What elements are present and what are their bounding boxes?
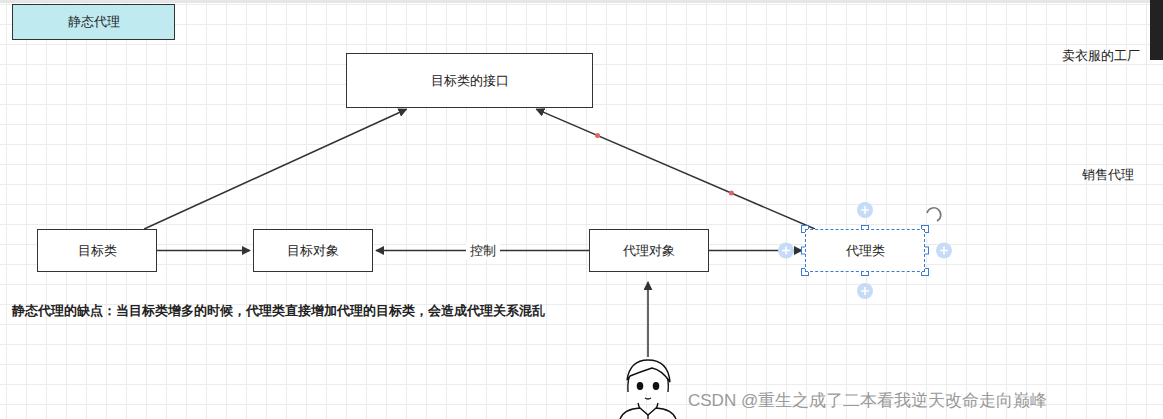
arrow-connector xyxy=(157,250,250,252)
arrow-connector xyxy=(536,109,815,229)
node-text: 目标类的接口 xyxy=(431,72,509,90)
edge-label: 控制 xyxy=(466,242,500,260)
rotate-handle xyxy=(927,208,941,221)
node-text: 代理类 xyxy=(846,242,885,260)
side-note: 卖衣服的工厂 xyxy=(1062,47,1140,65)
waypoint-dot xyxy=(595,133,600,138)
class-box: 代理类 xyxy=(805,229,925,272)
side-note: 销售代理 xyxy=(1082,166,1134,184)
node-text: 静态代理 xyxy=(68,13,120,31)
node-text: 目标类 xyxy=(78,242,117,260)
watermark: CSDN @重生之成了二本看我逆天改命走向巅峰 xyxy=(688,389,1047,412)
node-text: 代理对象 xyxy=(623,242,675,260)
panel-edge xyxy=(1150,0,1163,60)
node-text: 目标对象 xyxy=(287,242,339,260)
person-figure xyxy=(620,360,676,419)
arrow-connector xyxy=(144,109,406,229)
connect-handle xyxy=(857,283,873,299)
title-box: 静态代理 xyxy=(12,4,175,40)
connect-handle xyxy=(778,243,794,259)
waypoint-dot xyxy=(729,191,734,196)
object-box: 目标对象 xyxy=(253,229,373,272)
user-arrow xyxy=(647,282,649,357)
class-box: 目标类 xyxy=(37,229,157,272)
note-text: 静态代理的缺点：当目标类增多的时候，代理类直接增加代理的目标类，会造成代理关系混… xyxy=(12,302,545,320)
connect-handle xyxy=(936,243,952,259)
connect-handle xyxy=(857,202,873,218)
interface-box: 目标类的接口 xyxy=(346,53,593,108)
toolbar-strip xyxy=(0,0,1163,3)
object-box: 代理对象 xyxy=(589,229,709,272)
